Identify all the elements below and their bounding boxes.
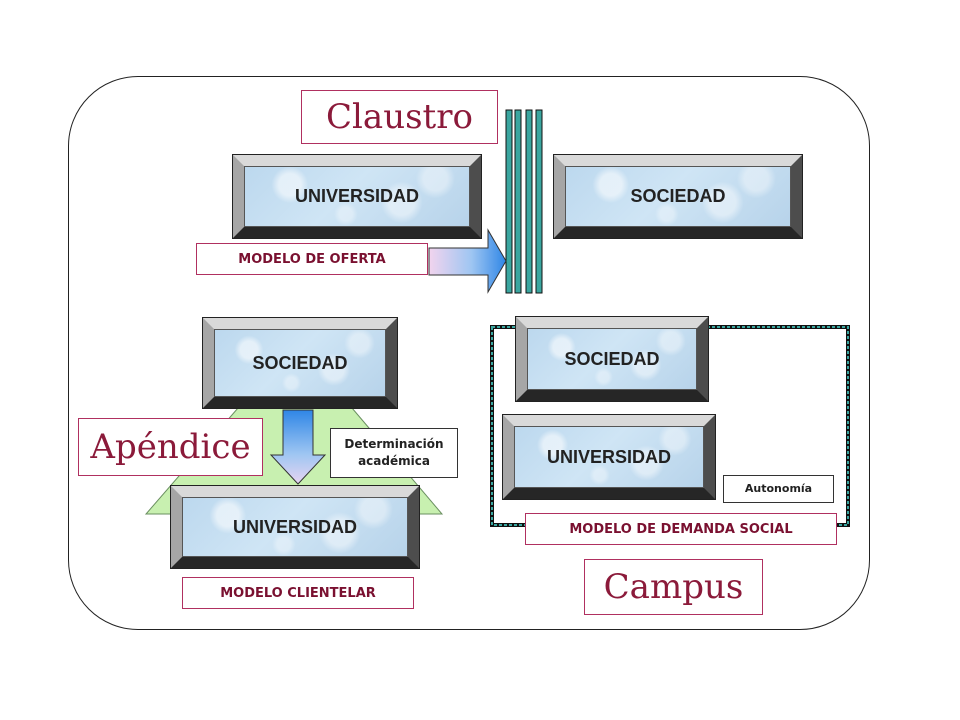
claustro-wall — [505, 109, 543, 294]
clientelar-universidad-box: UNIVERSIDAD — [171, 486, 419, 568]
clientelar-arrow — [269, 409, 327, 485]
oferta-sociedad-box: SOCIEDAD — [554, 155, 802, 238]
modelo-demanda-social-label: MODELO DE DEMANDA SOCIAL — [525, 513, 837, 545]
modelo-oferta-label: MODELO DE OFERTA — [196, 243, 428, 275]
clientelar-sociedad-box: SOCIEDAD — [203, 318, 397, 408]
demanda-sociedad-text: SOCIEDAD — [527, 328, 697, 390]
determinacion-academica-note: Determinación académica — [330, 428, 458, 478]
oferta-universidad-box: UNIVERSIDAD — [233, 155, 481, 238]
campus-label: Campus — [584, 559, 763, 615]
demanda-sociedad-box: SOCIEDAD — [516, 317, 708, 401]
oferta-arrow — [428, 228, 507, 294]
clientelar-universidad-text: UNIVERSIDAD — [182, 497, 408, 557]
apendice-label: Apéndice — [78, 418, 263, 476]
oferta-sociedad-text: SOCIEDAD — [565, 166, 791, 227]
autonomia-note: Autonomía — [723, 475, 834, 503]
demanda-universidad-box: UNIVERSIDAD — [503, 415, 715, 499]
demanda-universidad-text: UNIVERSIDAD — [514, 426, 704, 488]
clientelar-sociedad-text: SOCIEDAD — [214, 329, 386, 397]
oferta-universidad-text: UNIVERSIDAD — [244, 166, 470, 227]
modelo-clientelar-label: MODELO CLIENTELAR — [182, 577, 414, 609]
outer-frame — [68, 76, 870, 630]
claustro-label: Claustro — [301, 90, 498, 144]
